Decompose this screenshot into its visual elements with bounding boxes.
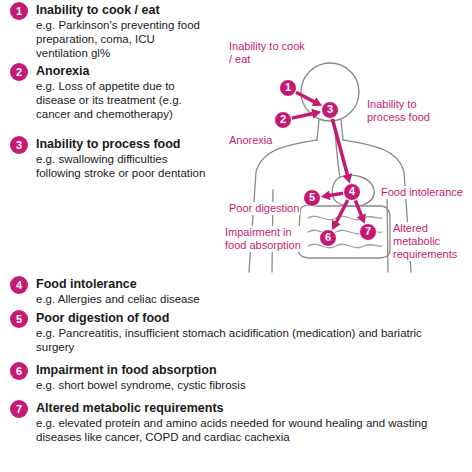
callout-number: 5: [10, 310, 28, 328]
callout-number: 7: [365, 225, 371, 237]
path-marker: 4: [343, 183, 361, 201]
item-example: e.g. swallowing difficulties following s…: [36, 152, 210, 180]
callout-number: 4: [10, 276, 28, 294]
item-example: e.g. Allergies and celiac disease: [36, 292, 462, 306]
item-heading: Poor digestion of food: [36, 310, 454, 326]
item-example: e.g. Loss of appetite due to disease or …: [36, 79, 206, 121]
intestine-outline: [298, 205, 390, 258]
item-example: e.g. short bowel syndrome, cystic fibros…: [36, 378, 462, 392]
body-label: Inability to cook / eat: [228, 40, 308, 66]
arrowhead: [332, 220, 341, 230]
flow-arrow: [328, 193, 343, 195]
callout-number: 3: [327, 103, 333, 115]
stomach-outline: [332, 175, 374, 206]
list-item: 7 Altered metabolic requirementse.g. elev…: [10, 400, 462, 444]
head-outline: [301, 63, 359, 121]
arrowhead: [321, 190, 331, 200]
flow-arrow: [335, 200, 347, 224]
arrowhead: [311, 109, 321, 119]
flow-arrow: [332, 119, 348, 177]
path-marker: 6: [319, 229, 337, 247]
path-marker: 3: [321, 101, 339, 119]
callout-number: 3: [10, 136, 28, 154]
item-heading: Impairment in food absorption: [36, 362, 462, 378]
callout-number: 6: [325, 231, 331, 243]
callout-number: 6: [10, 362, 28, 380]
callout-number: 5: [309, 191, 315, 203]
item-heading: Inability to process food: [36, 136, 210, 152]
item-example: e.g. Pancreatitis, insufficient stomach …: [36, 326, 454, 354]
list-item: 3 Inability to process foode.g. swallowin…: [10, 136, 210, 180]
body-label: Altered metabolic requirements: [392, 222, 468, 261]
arrowhead: [357, 213, 366, 223]
callout-number: 1: [10, 2, 28, 20]
callout-number: 2: [280, 113, 286, 125]
path-marker: 2: [274, 111, 292, 129]
body-label: Inability to process food: [366, 98, 454, 124]
item-heading: Anorexia: [36, 63, 206, 79]
body-label: Anorexia: [228, 134, 273, 147]
list-item: 5 Poor digestion of foode.g. Pancreatitis…: [10, 310, 454, 354]
body-label: Poor digestion: [228, 202, 300, 215]
callout-number: 4: [349, 185, 355, 197]
neck-outline: [317, 120, 343, 140]
flow-arrow: [292, 113, 315, 118]
body-label: Food intolerance: [380, 186, 464, 199]
intestine-loops: [308, 216, 382, 247]
body-label: Impairment in food absorption: [224, 226, 302, 252]
callout-number: 7: [10, 400, 28, 418]
flow-arrow: [355, 200, 362, 217]
item-heading: Altered metabolic requirements: [36, 400, 462, 416]
item-example: e.g. elevated protein and amino acids ne…: [36, 416, 462, 444]
path-marker: 1: [279, 79, 297, 97]
flow-arrow: [296, 92, 316, 102]
item-example: e.g. Parkinson's preventing food prepara…: [36, 18, 206, 60]
item-heading: Food intolerance: [36, 276, 462, 292]
callout-number: 1: [285, 81, 291, 93]
item-heading: Inability to cook / eat: [36, 2, 206, 18]
list-item: 1 Inability to cook / eate.g. Parkinson's…: [10, 2, 206, 60]
callout-number: 2: [10, 63, 28, 81]
list-item: 6 Impairment in food absorptione.g. short…: [10, 362, 462, 392]
arrowhead: [343, 173, 353, 183]
list-item: 2 Anorexiae.g. Loss of appetite due to di…: [10, 63, 206, 121]
list-item: 4 Food intolerancee.g. Allergies and celi…: [10, 276, 462, 306]
arrowhead: [312, 97, 322, 106]
path-marker: 5: [303, 189, 321, 207]
path-marker: 7: [359, 223, 377, 241]
